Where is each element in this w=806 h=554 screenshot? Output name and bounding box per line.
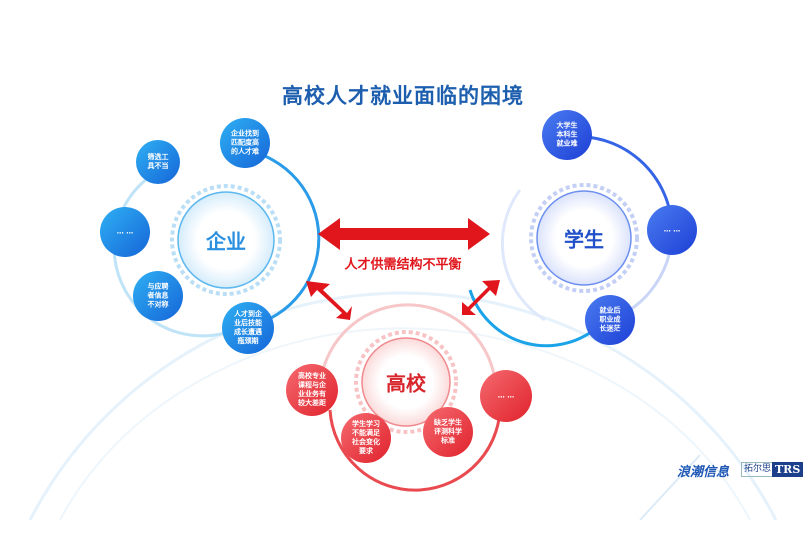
university-item: 高校专业课程与企业业务有较大差距 [298, 372, 326, 407]
university-cluster [286, 303, 532, 492]
enterprise-item: 人才到企业后技能成长遭遇瓶颈期 [234, 310, 262, 345]
university-node [286, 364, 338, 416]
enterprise-hub-label: 企业 [206, 229, 246, 254]
enterprise-item: 与应聘者信息不对称 [147, 282, 169, 309]
enterprise-node [220, 118, 270, 168]
student-hub-label: 学生 [564, 227, 604, 252]
university-item: 学生学习不能满足社会变化要求 [352, 420, 380, 455]
student-node [542, 110, 592, 160]
student-cluster [468, 110, 697, 348]
university-item: 缺乏学生评测科学标准 [434, 418, 462, 445]
double-arrow-horizontal [318, 218, 490, 250]
inspur-logo: 浪潮信息 [677, 465, 730, 480]
university-node [423, 407, 473, 457]
enterprise-node [222, 302, 274, 354]
university-node [480, 370, 532, 422]
student-item: 大学生本科生就业难 [556, 121, 578, 148]
university-node [341, 413, 391, 463]
student-node [647, 205, 697, 255]
enterprise-node [136, 140, 180, 184]
background-arc [59, 327, 751, 521]
university-hub-label: 高校 [386, 371, 426, 396]
enterprise-node [133, 271, 183, 321]
trs-chinese-logo: 拓尔思 [741, 462, 775, 477]
enterprise-cluster [100, 118, 321, 354]
page-title: 高校人才就业面临的困境 [282, 84, 524, 108]
student-item: … … [663, 225, 681, 234]
university-item: … … [497, 391, 515, 400]
enterprise-item: 企业找到匹配度高的人才难 [231, 129, 259, 156]
enterprise-item: … … [116, 227, 134, 236]
background-arc [28, 291, 778, 521]
trs-logo: TRS [772, 462, 804, 477]
student-item: 就业后职业成长迷茫 [599, 306, 621, 333]
enterprise-item: 筛选工具不当 [147, 153, 169, 170]
double-arrow-left-diagonal [306, 281, 352, 320]
student-node [585, 295, 635, 345]
enterprise-node [100, 207, 150, 257]
double-arrow-right-diagonal [462, 280, 500, 315]
imbalance-label: 人才供需结构不平衡 [344, 257, 462, 273]
